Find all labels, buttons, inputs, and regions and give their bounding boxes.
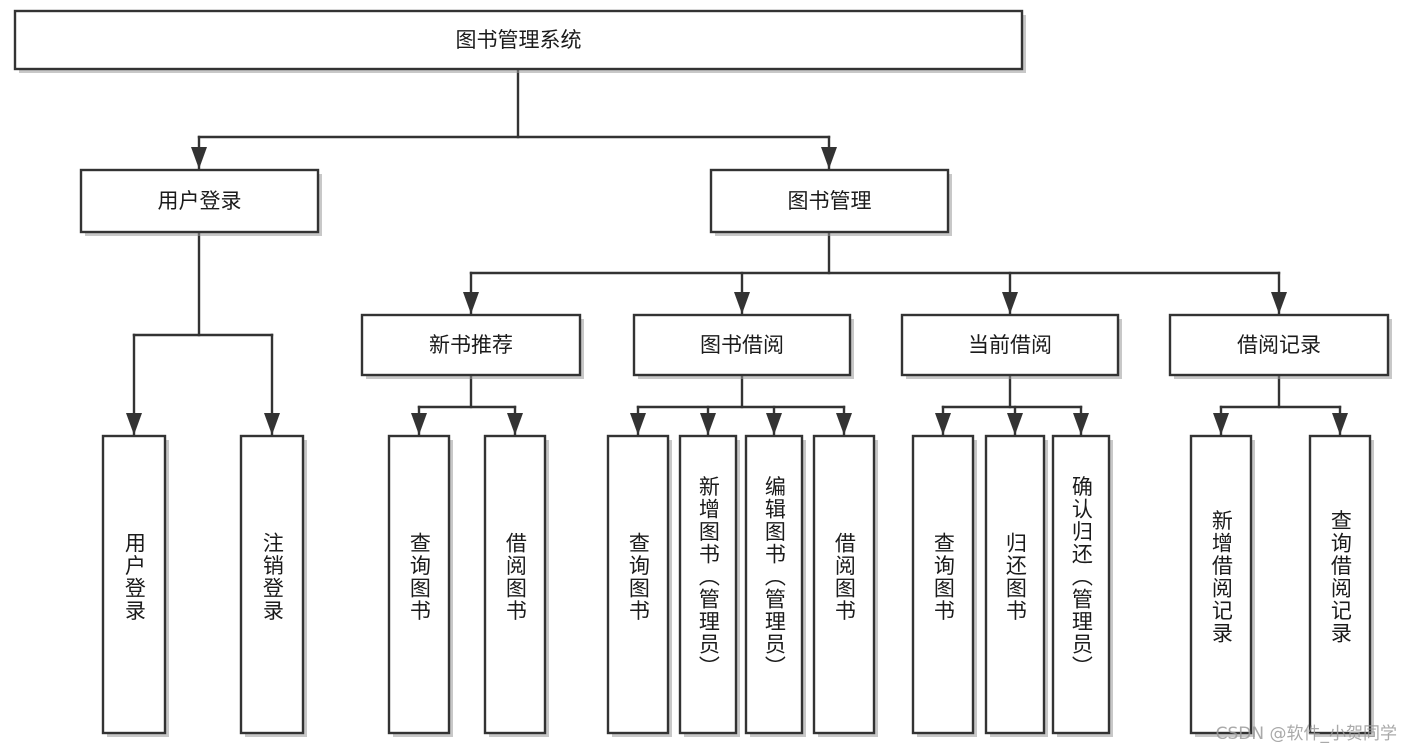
edge-arrowhead [821, 147, 837, 169]
edge-arrowhead [836, 413, 852, 435]
node-leaf-10[interactable] [1051, 434, 1111, 735]
edge-arrowhead [630, 413, 646, 435]
edge-arrowhead [1213, 413, 1229, 435]
node-leaf-5[interactable] [678, 434, 738, 735]
edge-arrowhead [734, 292, 750, 314]
node-level2-1-label: 图书管理 [788, 189, 872, 213]
edge-arrowhead [411, 413, 427, 435]
node-level2-1[interactable] [709, 168, 950, 234]
node-root[interactable] [13, 9, 1024, 71]
node-leaf-7[interactable] [812, 434, 876, 735]
node-level3-0[interactable] [360, 313, 582, 377]
node-leaf-4[interactable] [606, 434, 670, 735]
node-level3-3-label: 借阅记录 [1237, 333, 1321, 357]
edge-arrowhead [700, 413, 716, 435]
node-leaf-1[interactable] [239, 434, 305, 735]
node-level3-0-label: 新书推荐 [429, 333, 513, 357]
node-level3-3[interactable] [1168, 313, 1390, 377]
node-level2-0[interactable] [79, 168, 320, 234]
edge-arrowhead [264, 413, 280, 435]
node-level3-2[interactable] [900, 313, 1120, 377]
node-leaf-6[interactable] [744, 434, 804, 735]
node-leaf-12[interactable] [1308, 434, 1372, 735]
node-level3-1-label: 图书借阅 [700, 333, 784, 357]
edge-arrowhead [766, 413, 782, 435]
node-level3-2-label: 当前借阅 [968, 333, 1052, 357]
edge-arrowhead [1007, 413, 1023, 435]
edge-arrowhead [1332, 413, 1348, 435]
node-leaf-9[interactable] [984, 434, 1046, 735]
node-leaf-3[interactable] [483, 434, 547, 735]
edge-arrowhead [1271, 292, 1287, 314]
node-leaf-0[interactable] [101, 434, 167, 735]
edge-arrowhead [935, 413, 951, 435]
node-root-label: 图书管理系统 [456, 28, 582, 52]
csdn-watermark: CSDN @软件_小贺同学 [1215, 724, 1397, 744]
node-leaf-11[interactable] [1189, 434, 1253, 735]
edges-layer [126, 67, 1348, 437]
edge-arrowhead [463, 292, 479, 314]
node-level3-1[interactable] [632, 313, 852, 377]
node-leaf-2[interactable] [387, 434, 451, 735]
edge-arrowhead [191, 147, 207, 169]
edge-arrowhead [507, 413, 523, 435]
edge-arrowhead [126, 413, 142, 435]
node-level2-0-label: 用户登录 [158, 189, 242, 213]
boxes-layer [13, 9, 1392, 737]
node-leaf-8[interactable] [911, 434, 975, 735]
edge-arrowhead [1002, 292, 1018, 314]
edge-arrowhead [1073, 413, 1089, 435]
